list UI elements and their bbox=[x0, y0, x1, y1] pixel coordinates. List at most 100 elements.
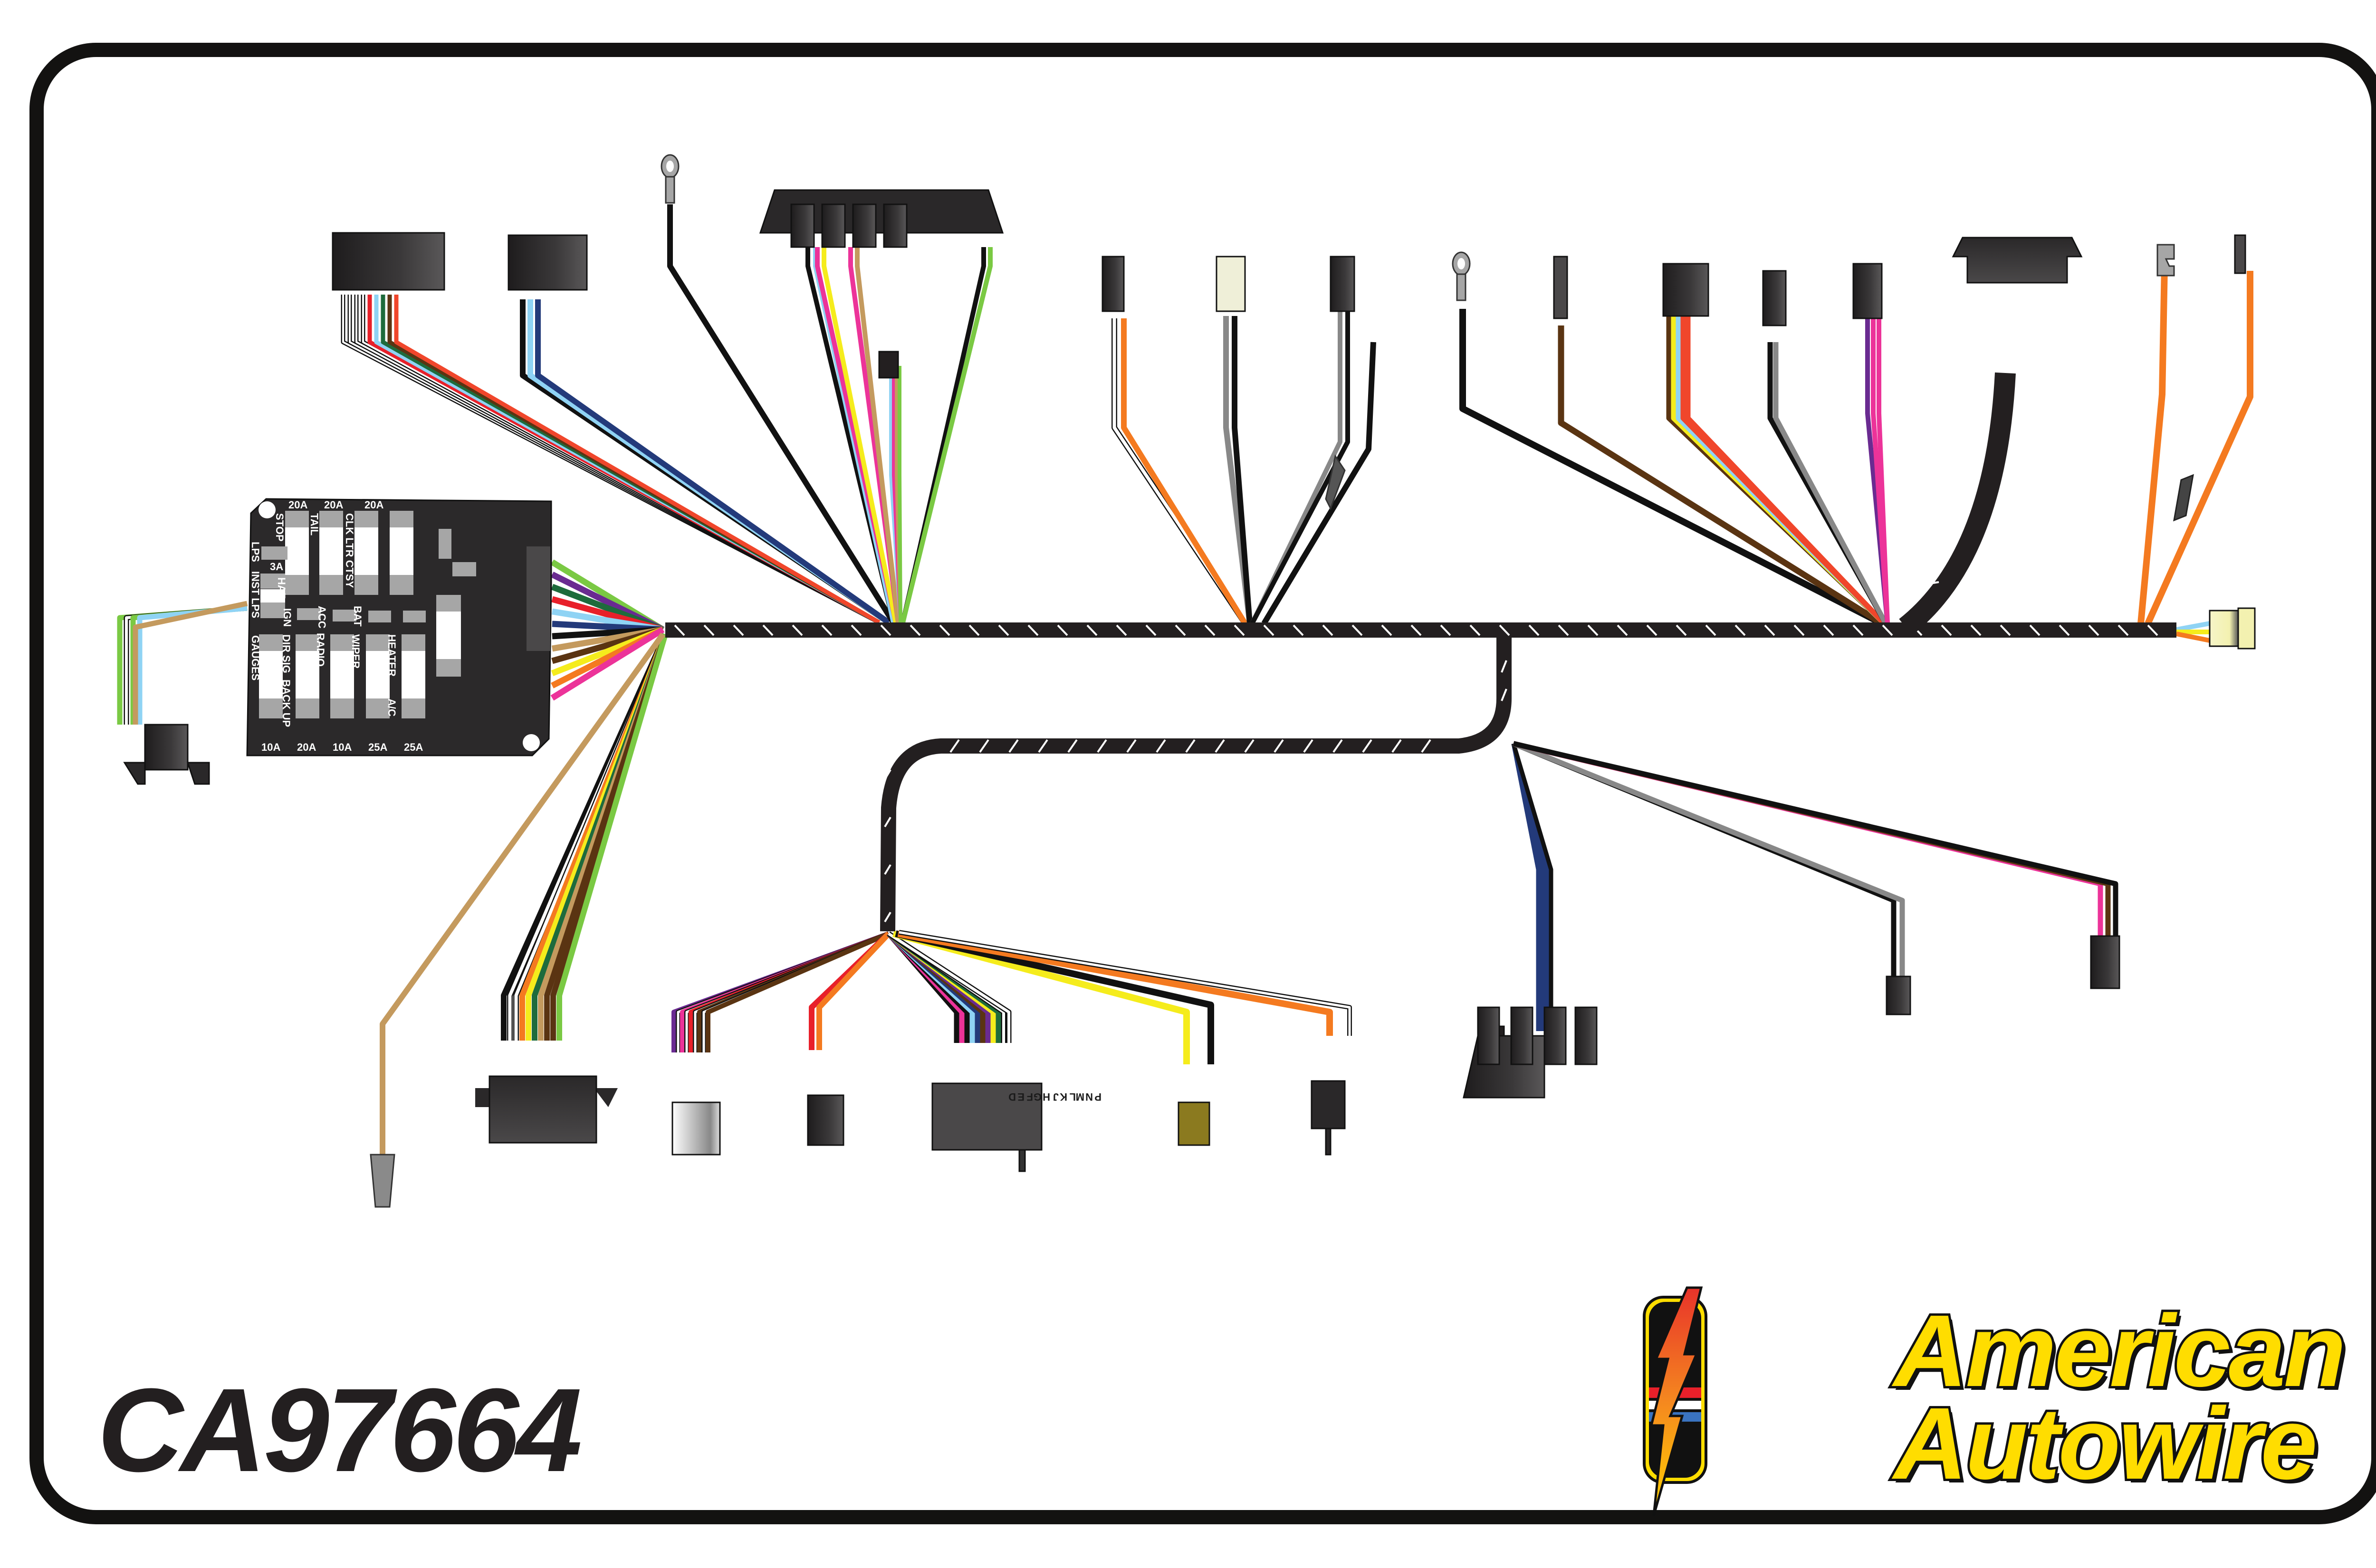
loom-stripe bbox=[1027, 624, 1039, 636]
american-autowire-logo bbox=[1643, 1286, 1707, 1516]
pin-letter: D bbox=[1008, 1091, 1016, 1103]
fuse-cap bbox=[366, 698, 390, 718]
wire-black bbox=[1511, 743, 1553, 1031]
fuse bbox=[319, 527, 343, 575]
pin-letter: H bbox=[1043, 1091, 1050, 1103]
loom-stripe bbox=[884, 769, 891, 780]
fuse-rating: 20A bbox=[297, 741, 316, 753]
wire-redorange bbox=[1680, 314, 1886, 625]
wire-gray bbox=[1512, 741, 1905, 976]
loom-stripe bbox=[1734, 624, 1746, 636]
loom-stripe bbox=[1764, 624, 1775, 636]
loom-stripe bbox=[2029, 624, 2041, 636]
loom-stripe bbox=[1617, 624, 1628, 636]
fuse-cap bbox=[390, 511, 413, 527]
wire-black bbox=[1459, 309, 1884, 627]
loom-stripe bbox=[1175, 624, 1186, 636]
retainer-clip bbox=[1325, 454, 1346, 510]
connector-left-latch bbox=[123, 762, 210, 785]
wire-black bbox=[1261, 342, 1376, 625]
switch-pin-housing bbox=[1574, 1006, 1598, 1065]
wire-darkblue bbox=[535, 299, 891, 625]
connector-3pin bbox=[1662, 263, 1709, 317]
loom-stripe bbox=[998, 624, 1009, 636]
fuse-label: A/C bbox=[386, 698, 398, 717]
loom-stripe bbox=[2088, 624, 2099, 636]
connector-bulb-socket-lower bbox=[1886, 975, 1911, 1015]
wire-tie bbox=[878, 351, 899, 379]
wire-black bbox=[1250, 309, 1350, 625]
ring-terminal-left-hole bbox=[666, 161, 674, 172]
ring-terminal-right-hole bbox=[1457, 258, 1465, 269]
fuse bbox=[402, 651, 425, 698]
loom-stripe bbox=[1391, 739, 1402, 753]
connector-dual-pin bbox=[1852, 263, 1883, 319]
connector-single-pin-right bbox=[2234, 234, 2246, 274]
loom-stripe bbox=[674, 624, 685, 636]
fuse-label: GAUGES bbox=[249, 635, 261, 680]
loom-stripe bbox=[1145, 624, 1157, 636]
fuse-cap bbox=[296, 634, 319, 651]
loom-stripe bbox=[1293, 624, 1304, 636]
curved-branch bbox=[1899, 372, 2016, 636]
part-number: CA97664 bbox=[97, 1364, 582, 1496]
branch-trunk bbox=[880, 638, 1512, 932]
loom-stripe bbox=[1116, 624, 1127, 636]
fuse bbox=[354, 527, 378, 575]
fuse bbox=[259, 651, 283, 698]
fuse-cap bbox=[285, 575, 309, 595]
wire-tan bbox=[133, 601, 248, 725]
wire-pink bbox=[680, 931, 890, 1052]
loom-stripe bbox=[1351, 624, 1363, 636]
fuse-label: BACK UP bbox=[280, 679, 292, 727]
wire-yellow bbox=[892, 930, 1190, 1064]
loom-stripe bbox=[1882, 624, 1893, 636]
wire-black bbox=[805, 247, 896, 623]
wire-brown bbox=[706, 931, 890, 1052]
connector-tab bbox=[1018, 1149, 1026, 1172]
fuse-cap bbox=[259, 698, 283, 718]
pin-letter: F bbox=[1027, 1091, 1033, 1103]
loom-stripe bbox=[1038, 739, 1048, 753]
wire-yellow bbox=[822, 247, 898, 623]
loom-stripe bbox=[1381, 624, 1392, 636]
connector-2pin-a bbox=[1102, 256, 1125, 312]
fuse-rating: 25A bbox=[368, 741, 387, 753]
fuse-cap bbox=[354, 511, 378, 527]
fuse-label: BAT bbox=[352, 606, 364, 627]
fuse-label: CLK LTR CTSY bbox=[344, 513, 355, 588]
loom-stripe bbox=[1970, 624, 1982, 636]
connector-bulb-socket-ivory bbox=[1216, 256, 1246, 312]
pin-letter: E bbox=[1017, 1091, 1025, 1103]
wire-group bbox=[117, 204, 2253, 1155]
loom-stripe bbox=[1322, 624, 1333, 636]
connector-single-pin bbox=[1553, 256, 1568, 319]
loom-stripe bbox=[1587, 624, 1599, 636]
retainer-clip bbox=[2173, 474, 2194, 522]
diagram-frame bbox=[29, 43, 2376, 1524]
wire-orange bbox=[2176, 631, 2210, 643]
loom-stripe bbox=[1421, 739, 1431, 753]
wire-lightblue bbox=[1676, 314, 1886, 625]
loom-stripe bbox=[1215, 739, 1225, 753]
loom-stripe bbox=[1528, 624, 1540, 636]
loom-stripe bbox=[1558, 624, 1569, 636]
wire-black bbox=[1232, 316, 1253, 624]
wire-black bbox=[1513, 741, 2118, 943]
loom-stripe bbox=[884, 911, 891, 923]
fuse-rating: 10A bbox=[261, 741, 280, 753]
wire-lightblue bbox=[137, 605, 248, 725]
wire-orange bbox=[816, 931, 891, 1050]
wire-redorange bbox=[394, 295, 881, 624]
connector-black-switch bbox=[1311, 1080, 1346, 1129]
loom-stripe bbox=[1501, 688, 1507, 701]
connector-ivory-end-cap bbox=[2237, 607, 2256, 650]
loom-stripe bbox=[1410, 624, 1422, 636]
fuse-label: IGN bbox=[281, 608, 293, 627]
connector-2pin-lower bbox=[2090, 935, 2120, 989]
wire-yellow bbox=[1671, 314, 1886, 625]
connector-bulb-socket-black bbox=[1330, 256, 1355, 312]
switch-pin bbox=[1325, 1128, 1332, 1156]
loom-stripe bbox=[1499, 624, 1510, 636]
loom-stripe bbox=[703, 624, 715, 636]
